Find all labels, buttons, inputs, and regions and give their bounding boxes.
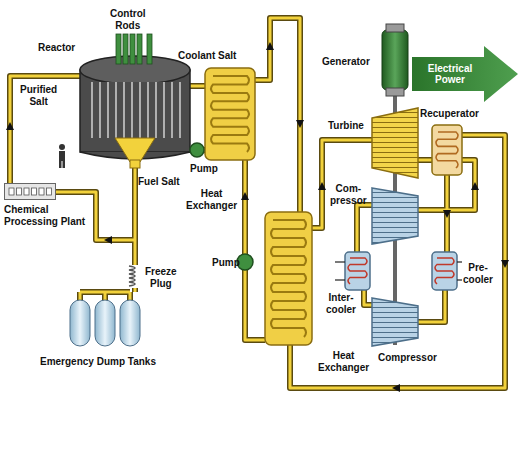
heat-exchanger-2 <box>265 212 312 345</box>
part-label: Purified Salt <box>20 84 57 107</box>
control-rods <box>116 34 152 64</box>
reactor-vessel <box>80 56 190 168</box>
person-figure <box>59 144 65 168</box>
part-label: Fuel Salt <box>138 176 180 188</box>
recuperator-coil <box>436 132 458 168</box>
part-label: Reactor <box>38 42 75 54</box>
precooler-box <box>432 252 457 290</box>
compressor-symbol <box>372 298 418 346</box>
precooler-coil <box>435 258 454 284</box>
cooling-water-lines <box>335 262 462 280</box>
part-label: Freeze Plug <box>145 266 177 289</box>
part-label: Turbine <box>328 120 364 132</box>
node-text: Chemical Processing Plant <box>4 204 94 227</box>
plant-box: Chemical Processing Plant <box>4 183 96 227</box>
part-label: Emergency Dump Tanks <box>40 356 156 368</box>
part-label: Pre- cooler <box>463 262 493 285</box>
part-label: Generator <box>322 56 370 68</box>
part-label: Heat Exchanger <box>318 350 369 373</box>
heat-exchanger-coil <box>211 76 249 152</box>
node-text: Electrical Power <box>428 63 472 86</box>
heat-exchanger-coil <box>271 220 306 337</box>
power-arrow: Electrical Power <box>412 45 519 103</box>
generator-symbol <box>382 24 408 96</box>
intercooler-coil <box>348 258 367 284</box>
pipe-fill <box>10 18 505 388</box>
intercooler-box <box>345 252 370 290</box>
recuperator-box <box>432 125 462 175</box>
turbine-symbol <box>372 108 418 178</box>
heat-exchanger-1 <box>205 68 255 160</box>
pump-symbol <box>190 143 204 157</box>
compressor-symbol <box>372 188 418 244</box>
part-label: Inter- cooler <box>326 292 356 315</box>
part-label: Coolant Salt <box>178 50 236 62</box>
part-label: Control Rods <box>110 8 146 31</box>
arrow-outline <box>412 45 519 103</box>
pipe-outline <box>10 18 505 388</box>
dump-tanks <box>70 300 140 346</box>
freeze-plug-coil <box>129 266 135 286</box>
part-label: Compressor <box>378 352 437 364</box>
part-label: Pump <box>190 163 218 175</box>
part-label: Pump <box>212 257 240 269</box>
part-label: Heat Exchanger <box>186 188 237 211</box>
part-label: Com- pressor <box>330 183 367 206</box>
plant-building <box>4 183 56 200</box>
part-label: Recuperator <box>420 108 479 120</box>
